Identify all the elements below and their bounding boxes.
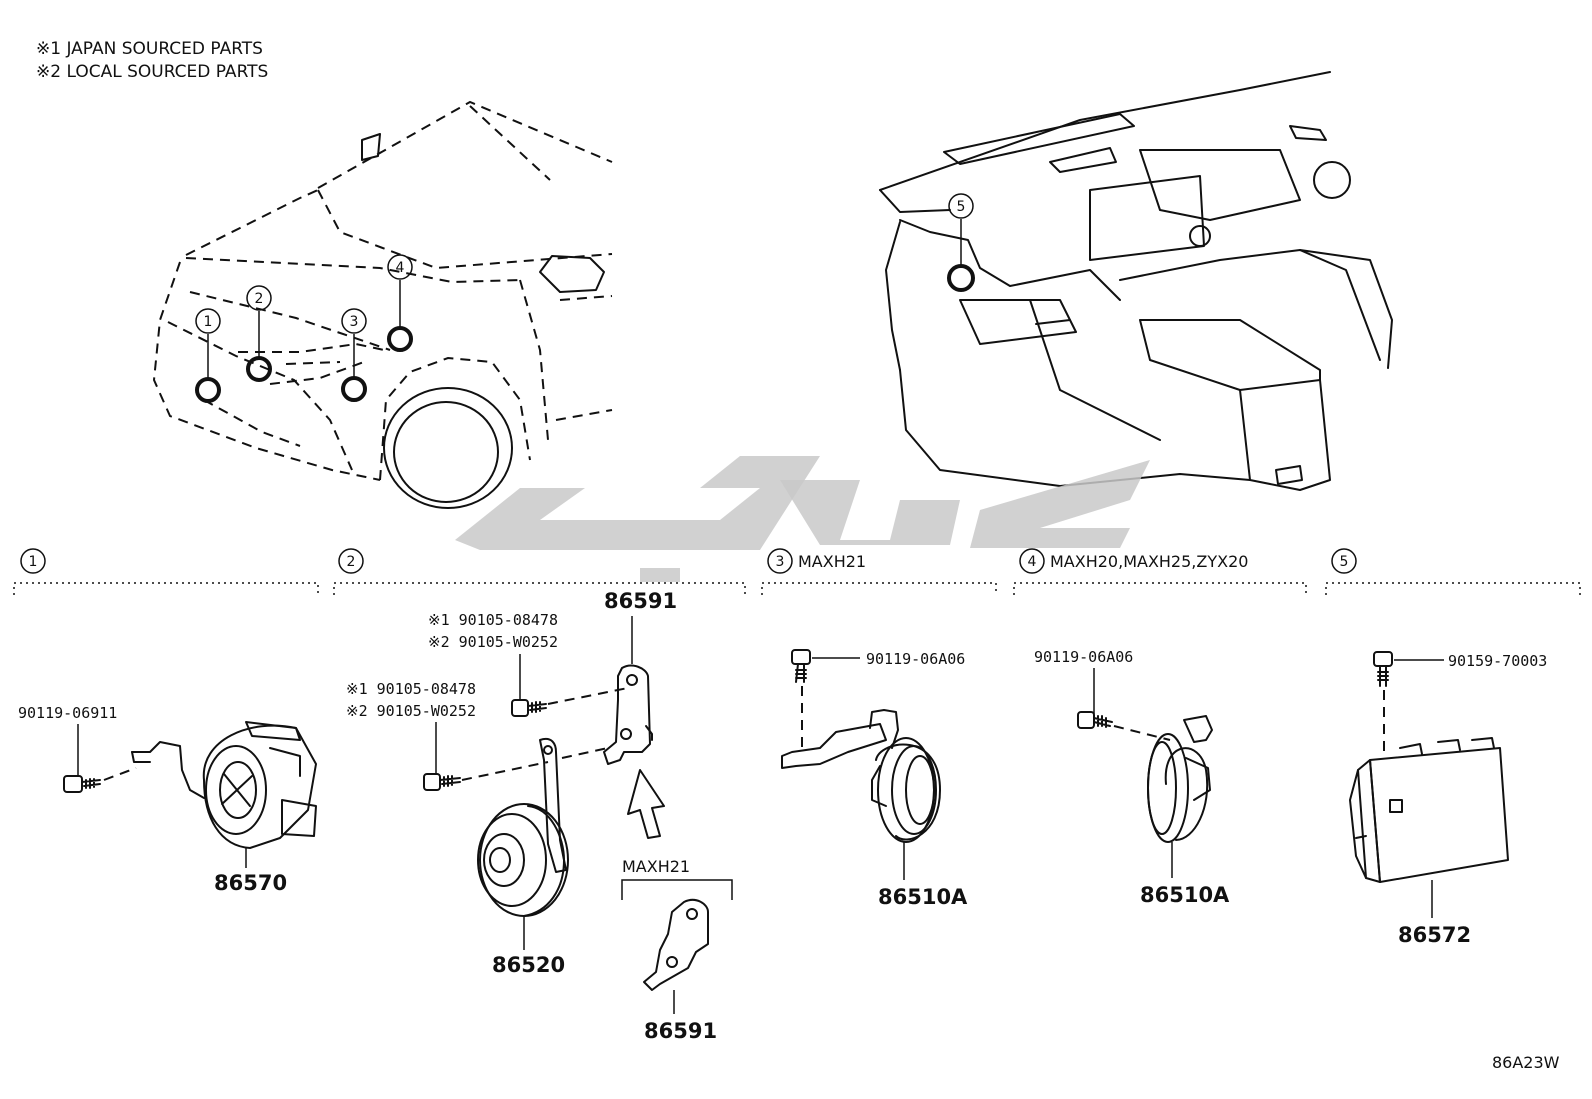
bolt-a-local-label: ※2 90105-W0252 [428, 633, 558, 651]
bolt-90159-70003-label: 90159-70003 [1448, 652, 1547, 670]
section-1-parts: 90119-06911 86570 [18, 704, 317, 895]
bolt-90119-06911-label: 90119-06911 [18, 704, 117, 722]
section-4-parts: 90119-06A06 86510A [1034, 648, 1230, 907]
watermark [455, 456, 1150, 582]
section-header-3: 3 MAXH21 [761, 548, 997, 595]
bolt-icon [791, 649, 811, 683]
svg-text:2: 2 [347, 554, 356, 570]
svg-text:5: 5 [957, 199, 966, 215]
section-5-parts: 90159-70003 86572 [1349, 651, 1547, 947]
bracket-86591-variant-icon [643, 898, 709, 991]
section-3-parts: 90119-06A06 86510A [781, 649, 968, 909]
interior-dashboard-illustration: 5 [879, 71, 1393, 491]
bolt-icon [1077, 711, 1113, 729]
section-header-5: 5 [1325, 548, 1581, 595]
bolt-b-icon [423, 773, 461, 791]
section-header-2: 2 [333, 548, 746, 595]
horn-86520-icon [477, 738, 569, 917]
horn-86510a-icon [1147, 715, 1213, 843]
bolt-90119-06a06-label-2: 90119-06A06 [1034, 648, 1133, 666]
security-horn-86570-icon [131, 721, 317, 849]
locator-3: 3 [341, 308, 367, 402]
bolt-icon [63, 775, 101, 793]
bolt-a-japan-label: ※1 90105-08478 [428, 611, 558, 629]
bolt-90119-06a06-label: 90119-06A06 [866, 650, 965, 668]
svg-text:4: 4 [396, 260, 405, 276]
svg-text:4: 4 [1028, 554, 1037, 570]
svg-text:3: 3 [350, 314, 359, 330]
svg-text:1: 1 [29, 554, 38, 570]
section-3-label: MAXH21 [798, 552, 866, 571]
part-86510a-label-1: 86510A [878, 885, 968, 909]
part-86520-label: 86520 [492, 953, 565, 977]
note-japan-sourced: ※1 JAPAN SOURCED PARTS [36, 39, 263, 59]
bracket-86591-icon [603, 664, 653, 765]
part-86572-label: 86572 [1398, 923, 1471, 947]
note-local-sourced: ※2 LOCAL SOURCED PARTS [36, 62, 268, 82]
bolt-icon [1373, 651, 1393, 687]
part-86510a-label-2: 86510A [1140, 883, 1230, 907]
part-86591-variant-label: 86591 [644, 1019, 717, 1043]
bracket-86591-label: 86591 [604, 589, 677, 613]
section-header-1: 1 [13, 548, 319, 595]
diagram-code: 86A23W [1492, 1053, 1560, 1072]
locator-2: 2 [246, 285, 272, 382]
locator-1: 1 [195, 308, 221, 403]
section-2-parts: ※1 90105-08478 ※2 90105-W0252 ※1 90105-0… [346, 589, 733, 1043]
vehicle-front-illustration: 1 2 3 4 [152, 100, 613, 509]
bolt-a-icon [511, 699, 547, 717]
part-86570-label: 86570 [214, 871, 287, 895]
control-unit-86572-icon [1349, 737, 1509, 883]
svg-text:2: 2 [255, 291, 264, 307]
locator-4: 4 [387, 254, 413, 352]
arrow-icon [627, 769, 665, 839]
svg-text:3: 3 [776, 554, 785, 570]
section-header-4: 4 MAXH20,MAXH25,ZYX20 [1013, 548, 1307, 595]
bolt-b-japan-label: ※1 90105-08478 [346, 680, 476, 698]
bolt-b-local-label: ※2 90105-W0252 [346, 702, 476, 720]
sub-variant-label: MAXH21 [622, 857, 690, 876]
locator-5: 5 [947, 193, 975, 292]
svg-text:1: 1 [204, 314, 213, 330]
section-4-label: MAXH20,MAXH25,ZYX20 [1050, 552, 1248, 571]
svg-text:5: 5 [1340, 554, 1349, 570]
horn-86510a-icon [781, 709, 941, 843]
